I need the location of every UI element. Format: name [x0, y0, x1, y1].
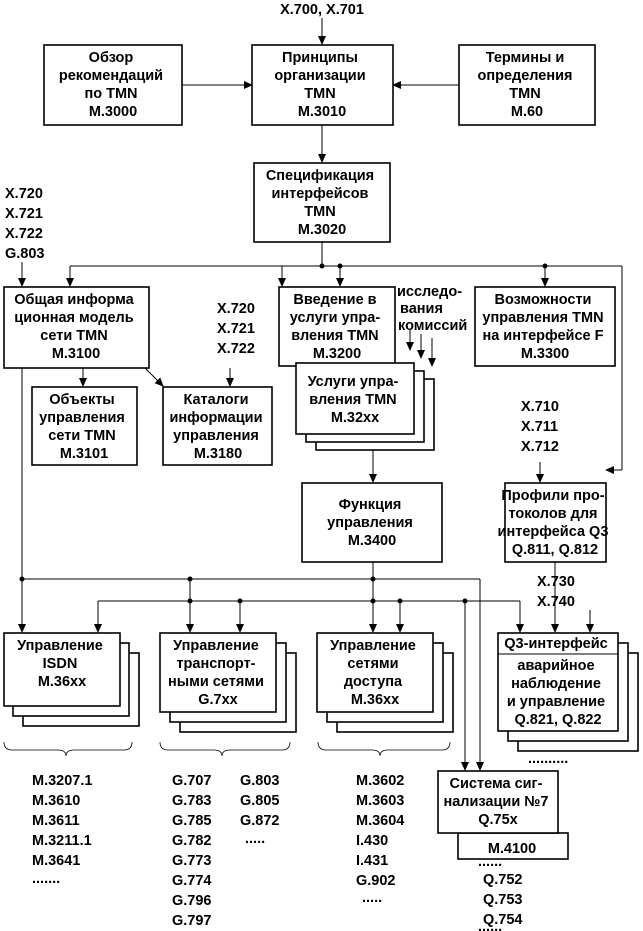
box-frame	[162, 386, 273, 466]
box-mgmt-function: Функция управления M.3400	[301, 482, 443, 563]
box-info-model: Общая информа ционная модель сети TMN M.…	[3, 286, 150, 369]
junction-dot	[337, 263, 343, 269]
box-text: Q3-интерфейс аварийное наблюдение и упра…	[504, 636, 611, 728]
box-services-stack: Услуги упра- вления TMN M.32xx	[295, 362, 435, 451]
box-text: Термины и определения TMN M.60	[477, 50, 576, 120]
box-catalogs: Каталоги информации управления M.3180	[162, 386, 273, 466]
top-refs: X.700, X.701	[280, 2, 364, 18]
box-q3-interface-stack: Q3-интерфейс аварийное наблюдение и упра…	[497, 632, 639, 752]
box-access-stack: Управление сетями доступа M.36xx	[316, 632, 454, 733]
box-text: Возможности управления TMN на интерфейсе…	[482, 292, 607, 362]
box-text: Система сиг- нализации №7 Q.75x	[443, 776, 552, 828]
list-transport-a: G.707 G.783 G.785 G.782 G.773 G.774 G.79…	[172, 773, 216, 929]
box-frame	[474, 286, 616, 367]
box-text: Услуги упра- вления TMN M.32xx	[308, 374, 403, 426]
box-text: Принципы организации TMN M.3010	[274, 50, 369, 120]
q3-dots: ..........	[528, 751, 568, 767]
brace-transport	[159, 741, 291, 757]
box-text: Управление транспорт- ными сетями G.7xx	[168, 638, 268, 708]
junction-dot	[187, 598, 193, 604]
box-text: Функция управления M.3400	[327, 497, 417, 549]
list-access: M.3602 M.3603 M.3604 I.430 I.431 G.902 .…	[356, 773, 408, 906]
list-transport-b: G.803 G.805 G.872 .....	[240, 773, 284, 847]
box-frame	[251, 44, 394, 126]
box-subframe	[457, 832, 569, 860]
box-principles: Принципы организации TMN M.3010	[251, 44, 394, 126]
box-frame	[504, 482, 607, 563]
box-frame	[295, 362, 415, 435]
box-f-interface: Возможности управления TMN на интерфейсе…	[474, 286, 616, 367]
box-q3-profiles: Профили про- токолов для интерфейса Q3 Q…	[498, 482, 613, 563]
junction-dots	[19, 263, 548, 604]
box-frame	[43, 44, 183, 126]
list-isdn: M.3207.1 M.3610 M.3611 M.3211.1 M.3641 .…	[32, 773, 97, 887]
box-frame	[497, 632, 619, 732]
brace-access	[317, 741, 451, 757]
box-text: Спецификация интерфейсов TMN M.3020	[266, 168, 378, 238]
box-frame	[316, 632, 434, 713]
box-text: Управление сетями доступа M.36xx	[330, 638, 420, 708]
box-text: Общая информа ционная модель сети TMN M.…	[14, 292, 138, 362]
junction-dot	[19, 576, 25, 582]
box-frame	[278, 286, 396, 367]
box-frame	[3, 286, 150, 369]
junction-dot	[237, 598, 243, 604]
box-sub-text: M.4100	[488, 841, 536, 857]
box-signaling-stack: M.4100 Система сиг- нализации №7 Q.75x	[437, 770, 569, 860]
box-frame	[458, 44, 596, 126]
junction-dot	[370, 598, 376, 604]
box-intro-services: Введение в услуги упра- вления TMN M.320…	[278, 286, 396, 367]
box-isdn-stack: Управление ISDN M.36xx	[3, 632, 140, 727]
q3-profile-refs: X.710 X.711 X.712	[521, 399, 563, 455]
bottom-lists: M.3207.1 M.3610 M.3611 M.3211.1 M.3641 .…	[32, 751, 568, 931]
junction-dot	[542, 263, 548, 269]
junction-dot	[462, 598, 468, 604]
box-text: Объекты управления сети TMN M.3101	[39, 392, 129, 462]
junction-dot	[319, 263, 325, 269]
catalog-refs: X.720 X.721 X.722	[217, 301, 259, 357]
connectors	[18, 18, 623, 771]
studies-refs: исследо- вания комиссий	[397, 284, 467, 334]
brace-isdn	[3, 741, 133, 757]
box-text: Управление ISDN M.36xx	[17, 638, 107, 690]
box-text: Введение в услуги упра- вления TMN M.320…	[290, 292, 384, 362]
box-text: Обзор рекомендаций по TMN M.3000	[59, 50, 167, 120]
box-frame	[253, 162, 391, 243]
reference-labels: X.700, X.701 X.720 X.721 X.722 G.803 X.7…	[5, 2, 579, 610]
box-frame	[3, 632, 121, 707]
junction-dot	[370, 576, 376, 582]
box-interfaces-spec: Спецификация интерфейсов TMN M.3020	[253, 162, 391, 243]
box-text: Профили про- токолов для интерфейса Q3 Q…	[498, 488, 613, 558]
arrow-catalogs	[144, 367, 164, 387]
box-overview: Обзор рекомендаций по TMN M.3000	[43, 44, 183, 126]
box-frame	[437, 770, 559, 834]
box-frame	[31, 386, 138, 466]
junction-dot	[187, 576, 193, 582]
junction-dot	[397, 598, 403, 604]
braces	[3, 741, 451, 757]
box-frame	[159, 632, 277, 713]
box-frame	[301, 482, 443, 563]
list-signaling: Q.752 Q.753 Q.754 ......	[478, 872, 527, 931]
q3-interface-refs: X.730 X.740	[537, 574, 579, 610]
box-text: Каталоги информации управления M.3180	[169, 392, 266, 462]
box-terms: Термины и определения TMN M.60	[458, 44, 596, 126]
box-mgmt-objects: Объекты управления сети TMN M.3101	[31, 386, 138, 466]
left-refs: X.720 X.721 X.722 G.803	[5, 186, 47, 262]
box-transport-stack: Управление транспорт- ными сетями G.7xx	[159, 632, 297, 733]
signaling-dots: ......	[478, 854, 502, 870]
